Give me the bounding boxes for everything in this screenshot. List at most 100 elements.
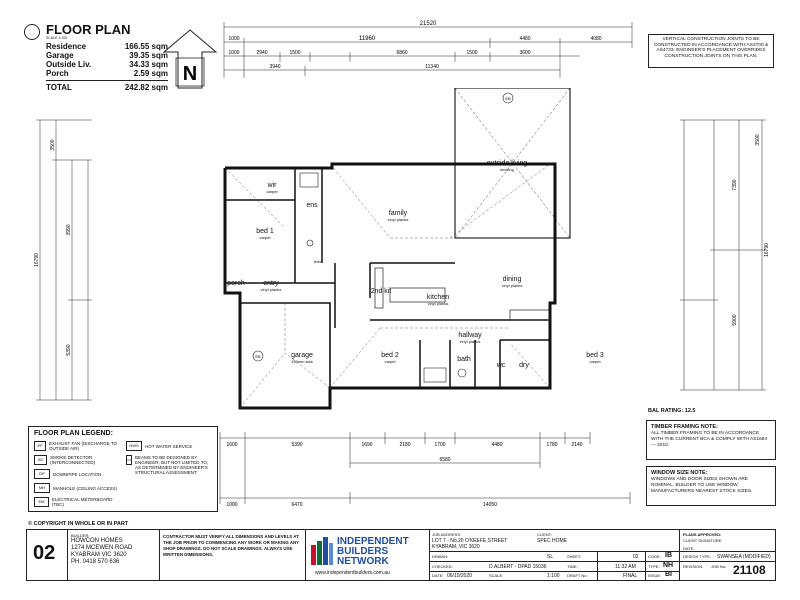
room-ens: ens bbox=[306, 202, 318, 209]
right-dimensions: 3500 7390 5900 16790 bbox=[680, 119, 770, 391]
plan-title: FLOOR PLAN bbox=[46, 22, 131, 37]
draft-value: FINAL bbox=[623, 573, 638, 579]
dim-label: 1690 bbox=[361, 442, 372, 448]
sheet-value: 02 bbox=[633, 554, 639, 560]
dim-label: 1000 bbox=[226, 502, 237, 508]
dim-label: 1000 bbox=[228, 36, 239, 42]
dim-label: 1700 bbox=[434, 442, 445, 448]
bottom-dimensions: 1600 5390 1690 2180 1700 4480 1780 2140 … bbox=[219, 432, 631, 508]
ibn-logo-icon bbox=[311, 537, 333, 565]
svg-text:EB: EB bbox=[505, 96, 511, 101]
dim-label: 4080 bbox=[590, 36, 601, 42]
room-wc: wc bbox=[496, 362, 506, 369]
client-value: SPEC HOME bbox=[537, 538, 568, 544]
legend-title: FLOOR PLAN LEGEND: bbox=[34, 430, 113, 437]
window-size-note: WINDOW SIZE NOTE: WINDOWS AND DOOR SIZES… bbox=[646, 466, 776, 506]
time-value: 11:32 AM bbox=[615, 564, 636, 570]
job-no-label: JOB No: bbox=[711, 564, 727, 569]
area-row: Outside Liv.34.33 sqm bbox=[46, 60, 168, 69]
copyright-icon: © bbox=[28, 521, 33, 527]
builder-info: BUILDER: HOWCON HOMES 1274 MCEWEN ROAD K… bbox=[71, 533, 133, 565]
dim-label: 7390 bbox=[732, 179, 738, 190]
room-linen: linen bbox=[313, 259, 323, 264]
plan-scale: SCALE 1:100 bbox=[46, 36, 68, 40]
checked-value: D.ALBERT - DPAD 15036 bbox=[489, 564, 547, 570]
code-label: CODE: bbox=[648, 554, 661, 559]
copyright-note: © COPYRIGHT IN WHOLE OR IN PART bbox=[28, 521, 129, 527]
dim-label: 16790 bbox=[34, 253, 40, 267]
job-address-line: LOT 7 - No.20 O'KEEFE STREET bbox=[432, 538, 508, 544]
plan-title-circle bbox=[24, 24, 40, 40]
code-value: IB bbox=[665, 552, 672, 559]
dim-label: 1000 bbox=[228, 50, 239, 56]
approval-date-label: DATE: bbox=[683, 546, 695, 551]
dim-label: 3990 bbox=[66, 224, 72, 235]
dim-label: 1500 bbox=[466, 50, 477, 56]
dim-label: 5390 bbox=[66, 344, 72, 355]
design-type-label: DESIGN TYPE: bbox=[683, 554, 711, 559]
dim-label: 1780 bbox=[546, 442, 557, 448]
job-no-value: 21108 bbox=[733, 563, 766, 577]
dim-label: 5900 bbox=[732, 314, 738, 325]
dim-top-total: 21520 bbox=[420, 21, 437, 27]
plans-approved-label: PLANS APPROVED: bbox=[683, 532, 722, 537]
timber-framing-note: TIMBER FRAMING NOTE: ALL TIMBER FRAMING … bbox=[646, 420, 776, 460]
dim-label: 3940 bbox=[269, 64, 280, 70]
sheet-number: 02 bbox=[33, 542, 56, 564]
dim-label: 3600 bbox=[519, 50, 530, 56]
room-dry: dry bbox=[519, 362, 529, 369]
dim-label: 11340 bbox=[425, 64, 439, 70]
floor-plan-drawing: EB EB bbox=[223, 88, 571, 410]
date-value: 06/10/2020 bbox=[447, 573, 473, 579]
garage-car-icon bbox=[252, 350, 264, 362]
dim-label: 6580 bbox=[439, 457, 450, 463]
contractor-note: CONTRACTOR MUST VERIFY ALL DIMENSIONS AN… bbox=[163, 534, 300, 557]
dim-label: 16790 bbox=[764, 243, 770, 257]
bal-rating: BAL RATING: 12.5 bbox=[648, 408, 696, 414]
dim-label: 2180 bbox=[399, 442, 410, 448]
room-bath: bath bbox=[457, 356, 471, 363]
bathroom-fixtures bbox=[299, 172, 467, 383]
ibn-logo: INDEPENDENT BUILDERS NETWORK www.indepen… bbox=[309, 533, 427, 579]
left-dimensions: 3500 3990 5390 16790 bbox=[34, 119, 92, 401]
dim-label: 4480 bbox=[491, 442, 502, 448]
room-porch: porch bbox=[227, 280, 245, 287]
issue-value: BI bbox=[665, 571, 672, 578]
dim-label: 11960 bbox=[359, 36, 376, 42]
job-address-line: KYABRAM, VIC 3620 bbox=[432, 544, 480, 550]
construction-joints-note: VERTICAL CONSTRUCTION JOINTS TO BE CONST… bbox=[648, 34, 774, 68]
scale-label: SCALE: bbox=[489, 573, 504, 578]
dim-label: 14050 bbox=[483, 502, 497, 508]
dim-label: 1500 bbox=[289, 50, 300, 56]
issue-label: ISSUE: bbox=[648, 573, 662, 578]
client-label: CLIENT: bbox=[537, 532, 552, 537]
dim-label: 3500 bbox=[50, 139, 56, 150]
north-arrow-icon: N bbox=[162, 29, 218, 89]
date-label: DATE: bbox=[432, 573, 444, 578]
drawn-value: SL bbox=[547, 554, 554, 560]
room-2nd-kit: 2nd kit bbox=[370, 288, 392, 295]
svg-text:EB: EB bbox=[255, 354, 261, 359]
job-address-label: JOB ADDRESS: bbox=[432, 532, 462, 537]
sheet-label: SHEET: bbox=[567, 554, 582, 559]
dim-label: 4480 bbox=[519, 36, 530, 42]
dim-label: 5390 bbox=[291, 442, 302, 448]
